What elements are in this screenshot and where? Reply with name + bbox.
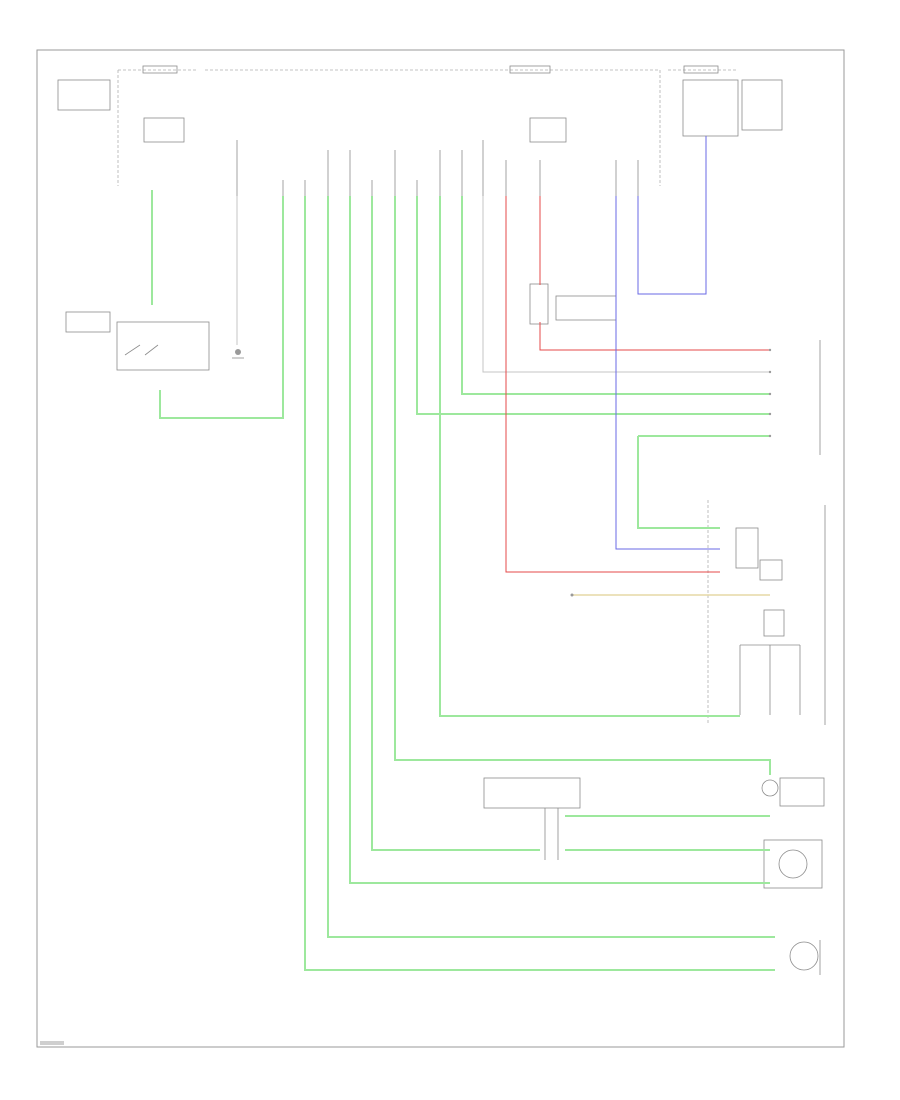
connector-pins (570, 348, 772, 597)
wire-blue-right (637, 136, 707, 295)
wire-blue-relay (615, 196, 720, 550)
wire-red-relay (505, 196, 720, 573)
relay-module-interior (735, 527, 801, 715)
ground-symbol (232, 349, 244, 359)
wire-green-relay-lower (439, 196, 740, 717)
wire-green-relay-upper (637, 436, 720, 529)
wire-green-left-switch (151, 190, 284, 419)
fuse-box-center (205, 65, 661, 186)
fuse-box-left (117, 65, 198, 186)
wire-green-buzzer-upper (327, 196, 775, 938)
buzzer-component (789, 940, 821, 975)
center-relay (529, 283, 617, 325)
wire-green-motor (349, 196, 770, 884)
wire-green-buzzer-lower (304, 196, 775, 971)
wire-gray-connector-2 (482, 196, 770, 373)
page-corner-marker (40, 1041, 64, 1045)
top-connector-stubs (236, 140, 639, 260)
diagram-frame (36, 49, 845, 1048)
motor-actuator (763, 839, 823, 889)
wire-green-connector-4 (416, 196, 770, 415)
left-door-switch (483, 777, 581, 860)
center-fuse-symbol (529, 117, 567, 143)
wire-green-connector-3 (461, 196, 770, 395)
top-left-module (57, 79, 111, 111)
wire-green-door-switch (371, 196, 540, 851)
fuse-box-right (668, 65, 739, 137)
lamp-right-upper (761, 777, 825, 807)
right-module-box (741, 79, 783, 131)
wire-red-connector-1b (539, 322, 770, 351)
left-switch (65, 311, 210, 371)
left-fuse-symbol (143, 117, 185, 143)
wire-green-lamp (394, 196, 771, 775)
